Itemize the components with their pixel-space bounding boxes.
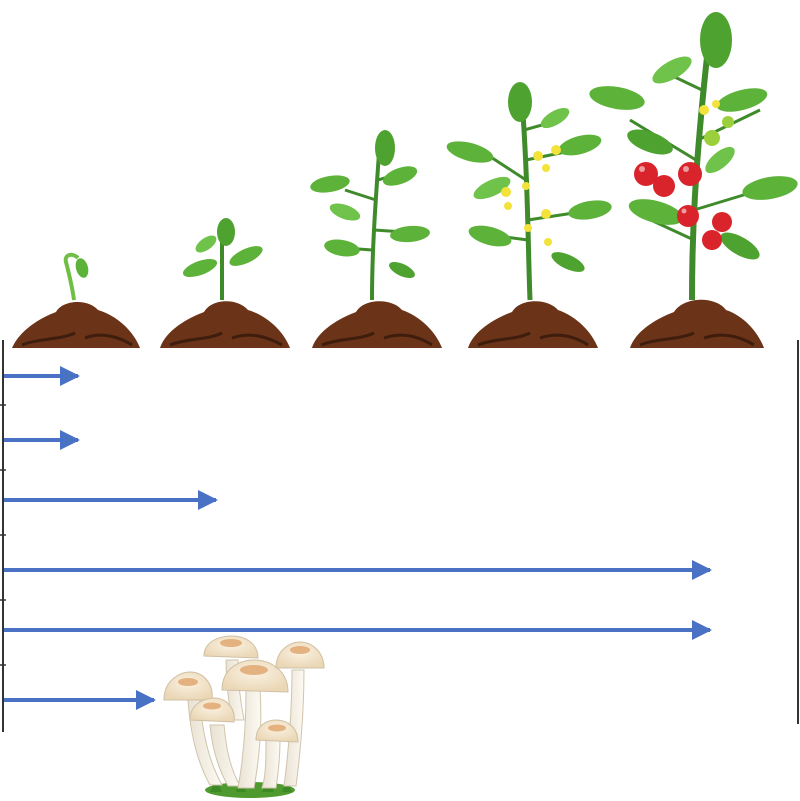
sprout-stage <box>12 255 140 348</box>
mushroom-cluster <box>164 636 324 798</box>
growth-arrows <box>4 376 710 700</box>
left-axis <box>0 340 6 732</box>
flowering-stage <box>444 82 613 348</box>
young-plant-stage <box>309 130 442 348</box>
seedling-stage <box>160 218 290 348</box>
fruiting-stage <box>588 12 800 348</box>
